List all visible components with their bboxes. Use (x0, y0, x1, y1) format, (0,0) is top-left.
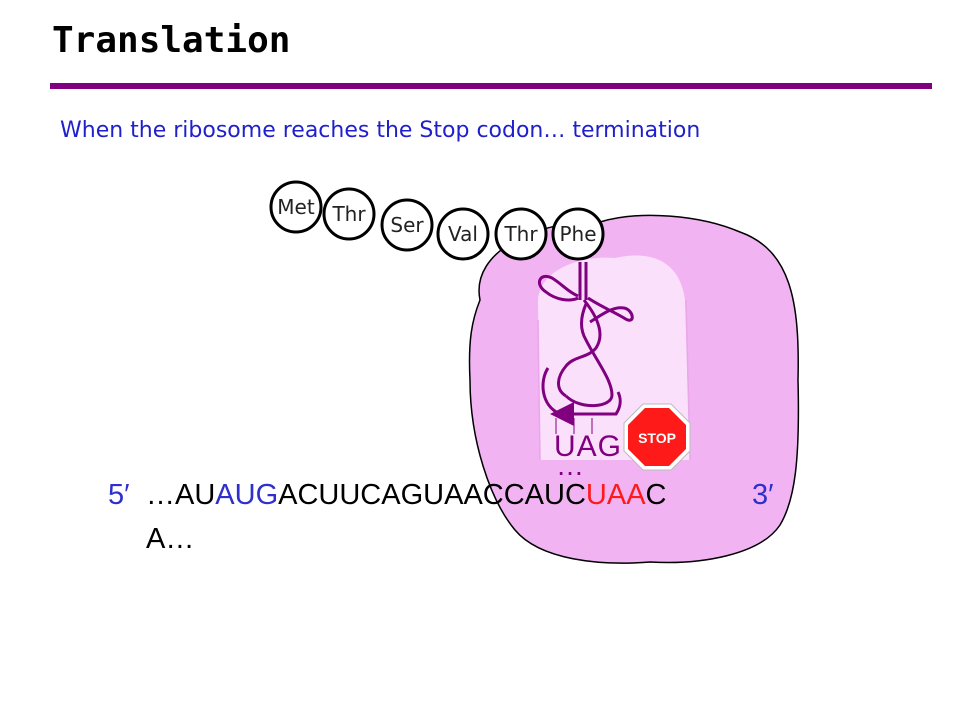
trna-anticodon-loop (564, 303, 614, 408)
anticodon-dots: … (556, 450, 584, 481)
amino-acid-2: Thr (322, 187, 376, 241)
three-prime-label: 3′ (752, 479, 774, 511)
mrna-seg2: ACUUCAGUAACCAUC (278, 479, 586, 511)
mrna-seg3: C (645, 479, 667, 511)
trna (537, 262, 634, 434)
mrna-sequence-line2: A… (146, 523, 195, 555)
trna-anticodon: UAG (554, 430, 623, 463)
amino-acid-label-2: Thr (331, 202, 366, 226)
trna-right-arm (587, 296, 634, 324)
trna-middle (557, 299, 602, 398)
amino-acid-label-4: Val (448, 222, 478, 246)
amino-acid-5: Thr (494, 207, 548, 261)
trna-anticodon-stem (541, 367, 622, 416)
stop-codon: UAA (585, 479, 646, 511)
slide-title: Translation (52, 20, 291, 61)
trna-acceptor-stem (578, 262, 588, 300)
title-rule (50, 83, 932, 89)
amino-acid-label-5: Thr (503, 222, 538, 246)
mrna-seg1: …AU (146, 479, 216, 511)
amino-acid-label-1: Met (277, 195, 315, 219)
start-codon: AUG (215, 479, 279, 511)
slide-subtitle: When the ribosome reaches the Stop codon… (60, 118, 701, 143)
amino-acid-3: Ser (380, 198, 434, 252)
five-prime-label: 5′ (108, 479, 130, 511)
amino-acid-1: Met (269, 180, 323, 234)
amino-acid-4: Val (436, 207, 490, 261)
amino-acid-6: Phe (551, 207, 605, 261)
amino-acid-chain: Met Thr Ser Val Thr Phe (269, 180, 605, 261)
amino-acid-label-3: Ser (390, 213, 424, 237)
stop-sign-label: STOP (638, 430, 676, 446)
mrna-sequence-line1: …AUAUGACUUCAGUAACCAUCUAAC (146, 474, 846, 517)
stop-sign-icon: STOP (623, 403, 691, 471)
amino-acid-label-6: Phe (559, 222, 596, 246)
trna-left-arm (537, 275, 579, 302)
